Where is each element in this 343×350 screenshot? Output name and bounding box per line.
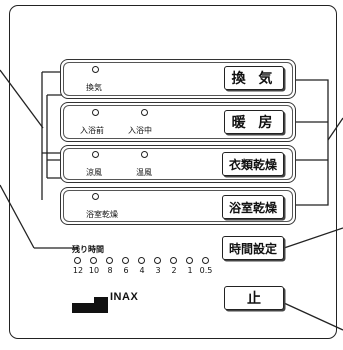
row-frame [63,190,293,222]
cool-air-indicator-label: 涼風 [86,168,102,177]
timer-led [154,257,161,264]
timer-led [202,257,209,264]
warm-air-indicator-label: 温風 [136,168,152,177]
timer-led [90,257,97,264]
mode-row-clothes-drying [60,145,296,183]
brand-name: INAX [110,291,139,303]
timer-tick-label: 12 [72,266,84,275]
timer-tick-label: 1 [187,266,193,275]
timer-tick-label: 2 [171,266,177,275]
timer-tick-label: 0.5 [199,266,213,275]
in-bath-indicator-label: 入浴中 [128,126,152,135]
row-frame [63,62,293,96]
ventilation-button[interactable]: 換 気 [224,66,284,90]
timer-led [106,257,113,264]
timer-led [122,257,129,264]
heating-button[interactable]: 暖 房 [224,110,284,134]
clothes-drying-button[interactable]: 衣類乾燥 [222,152,284,176]
timer-tick-label: 3 [155,266,161,275]
timer-tick-label: 10 [88,266,100,275]
timer-tick-label: 4 [139,266,145,275]
ventilation-indicator-led [92,66,99,73]
bathroom-drying-indicator-led [92,193,99,200]
timer-led [74,257,81,264]
bathroom-drying-button[interactable]: 浴室乾燥 [222,195,284,219]
row-frame [63,148,293,180]
pre-bath-indicator-led [92,109,99,116]
timer-tick-label: 8 [107,266,113,275]
stop-button[interactable]: 止 [224,286,284,310]
warm-air-indicator-led [141,151,148,158]
row-frame [63,105,293,139]
cool-air-indicator-led [92,151,99,158]
inax-logo-icon [72,297,108,313]
bathroom-drying-indicator-label: 浴室乾燥 [86,210,118,219]
in-bath-indicator-led [141,109,148,116]
pre-bath-indicator-label: 入浴前 [80,126,104,135]
time-setting-button[interactable]: 時間設定 [222,236,284,260]
timer-led [186,257,193,264]
remaining-time-label: 残り時間 [72,245,104,254]
ventilation-indicator-label: 換気 [86,83,102,92]
timer-led [170,257,177,264]
timer-tick-label: 6 [123,266,129,275]
timer-led [138,257,145,264]
